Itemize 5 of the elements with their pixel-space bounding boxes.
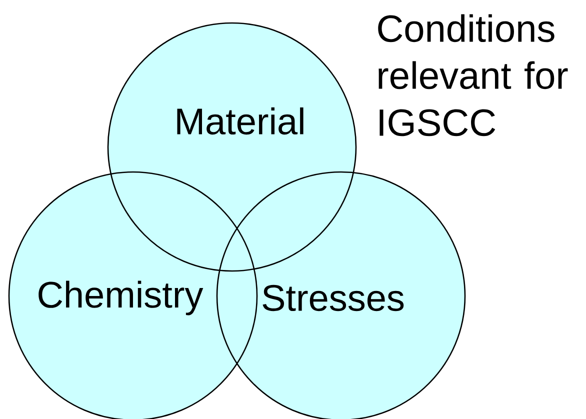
circle-label: Chemistry [38, 280, 204, 316]
circle-label: Material [177, 107, 304, 135]
circle-label: Stresses [262, 284, 404, 312]
venn-circle [107, 22, 357, 272]
title: Conditions relevant for IGSCC [378, 14, 568, 136]
